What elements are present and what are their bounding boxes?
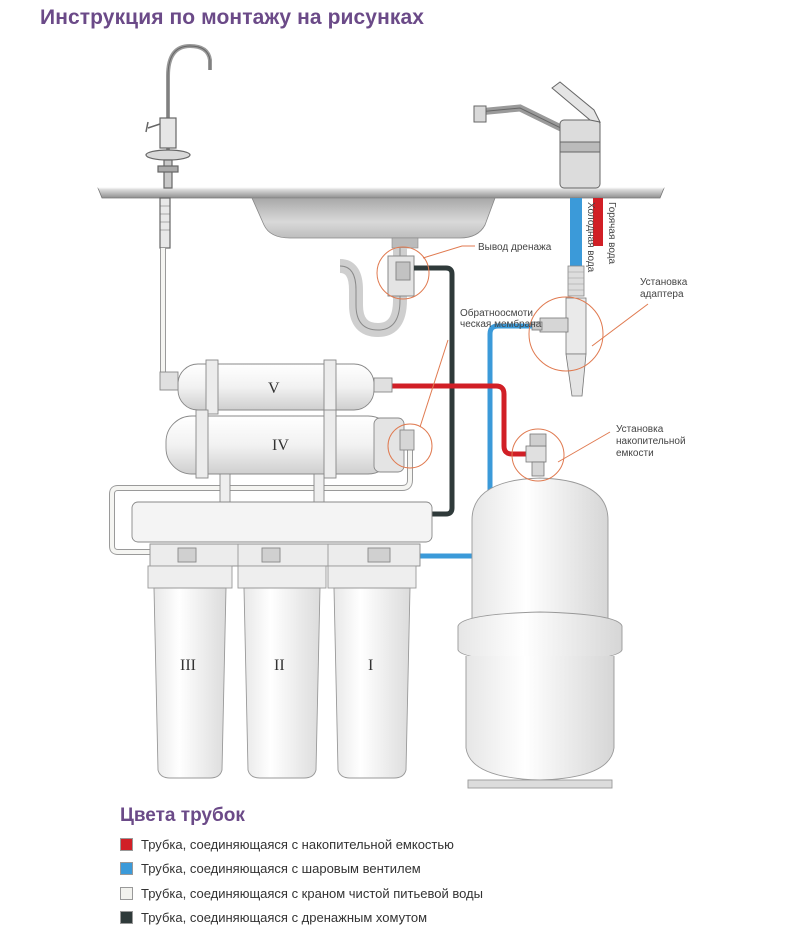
filter-housing-iii xyxy=(147,565,233,779)
legend-item: Трубка, соединяющаяся с дренажным хомуто… xyxy=(120,906,483,931)
legend-item: Трубка, соединяющаяся с краном чистой пи… xyxy=(120,881,483,906)
countertop xyxy=(97,187,665,199)
legend-text: Трубка, соединяющаяся с краном чистой пи… xyxy=(141,885,483,901)
tank-tube xyxy=(392,383,528,457)
tank-label-line3: емкости xyxy=(616,448,654,459)
base-plate xyxy=(131,473,433,567)
membrane-label-line2: ческая мембрана xyxy=(460,318,542,330)
callouts xyxy=(376,245,649,482)
legend-swatch-ball-valve xyxy=(120,862,133,876)
tank-label-line1: Установка xyxy=(616,424,664,435)
legend-text: Трубка, соединяющаяся с дренажным хомуто… xyxy=(141,910,428,926)
stage-v-label: V xyxy=(268,380,280,397)
drain-siphon xyxy=(339,248,415,338)
stage-iii-label: III xyxy=(180,657,196,674)
membrane-label-line1: Обратноосмоти xyxy=(460,307,533,319)
drain-tube xyxy=(414,265,455,517)
drinking-water-faucet xyxy=(145,43,212,249)
adapter-label-line2: адаптера xyxy=(640,289,684,300)
filter-housing-ii xyxy=(237,565,327,779)
kitchen-mixer xyxy=(473,81,601,189)
adapter-label-line1: Установка xyxy=(640,277,688,288)
legend-swatch-drain xyxy=(120,911,133,925)
tank-valve xyxy=(525,433,547,477)
legend-swatch-tank xyxy=(120,837,133,851)
drain-outlet-label: Вывод дренажа xyxy=(478,242,552,253)
tank-label-line2: накопительной xyxy=(616,436,686,447)
filter-module-v xyxy=(159,359,393,415)
legend-text: Трубка, соединяющаяся с шаровым вентилем xyxy=(141,861,421,877)
supply-lines xyxy=(567,198,603,297)
legend-swatch-clean-water xyxy=(120,886,133,900)
stage-ii-label: II xyxy=(274,657,285,674)
storage-tank xyxy=(457,477,623,789)
legend-item: Трубка, соединяющаяся с накопительной ем… xyxy=(120,832,483,857)
tube-color-legend: Трубка, соединяющаяся с накопительной ем… xyxy=(120,832,483,930)
legend-title: Цвета трубок xyxy=(120,805,245,826)
stage-i-label: I xyxy=(368,657,373,674)
stage-iv-label: IV xyxy=(272,437,289,454)
cold-water-label: Холодная вода xyxy=(585,202,596,273)
page-title: Инструкция по монтажу на рисунках xyxy=(40,6,425,29)
legend-text: Трубка, соединяющаяся с накопительной ем… xyxy=(141,836,454,852)
filter-housing-i xyxy=(327,565,417,779)
installation-diagram: Холодная вода Горячая вода V IV xyxy=(97,43,688,789)
sink-basin xyxy=(251,197,496,249)
clean-water-tube-fill xyxy=(110,248,412,554)
hot-water-label: Горячая вода xyxy=(606,202,617,265)
legend-item: Трубка, соединяющаяся с шаровым вентилем xyxy=(120,857,483,882)
filter-module-iv xyxy=(165,409,415,479)
adapter-valve xyxy=(531,297,587,397)
